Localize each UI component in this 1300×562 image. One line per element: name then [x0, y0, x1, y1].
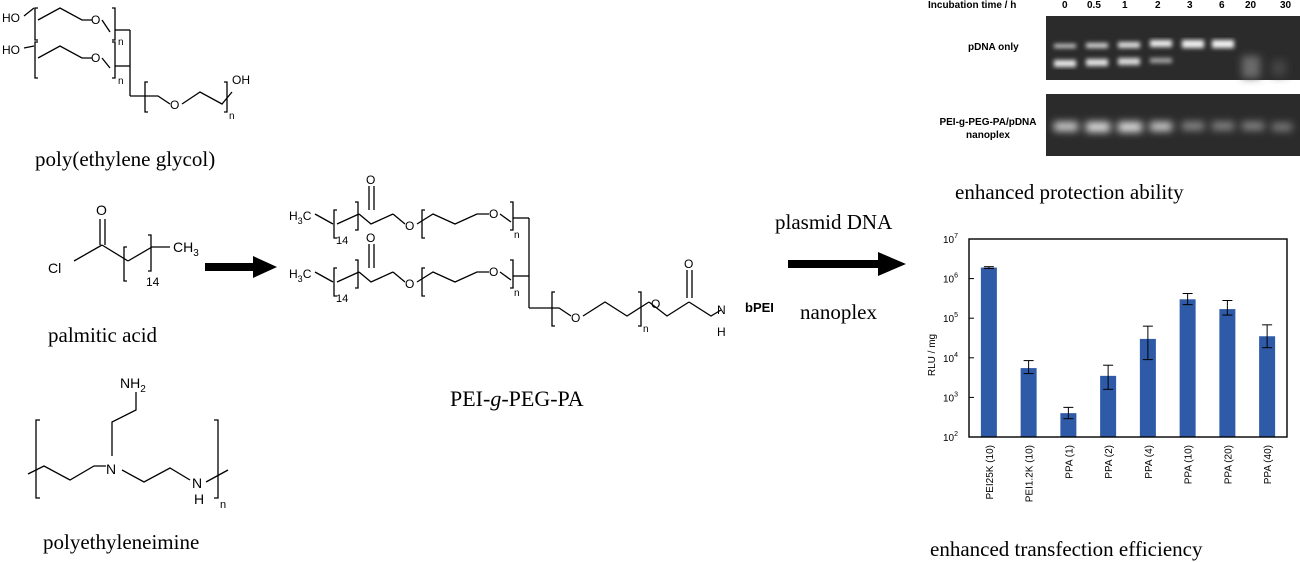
transfection-bar-chart: RLU / mg 102 103 104 105 106 107 PEI25K (10) P… [927, 233, 1288, 502]
y-tick-label: 103 [943, 391, 958, 404]
product-sub-n-3: n [643, 324, 649, 335]
palmitic-atom-o: O [96, 202, 107, 218]
product-atom-o-carbonyl-3: O [684, 257, 693, 271]
gel-time-20: 20 [1245, 0, 1257, 11]
product-atom-o-carbonyl-1: O [366, 173, 375, 187]
product-label: PEI-g-PEG-PA [450, 386, 584, 411]
bar [1179, 299, 1196, 437]
product-sub-n-2: n [514, 288, 520, 299]
peg-label: poly(ethylene glycol) [35, 147, 216, 171]
bar [1219, 309, 1236, 437]
product-atom-o-carbamate: O [651, 297, 660, 311]
pei-label: polyethyleneimine [43, 530, 200, 554]
palmitic-sub-14: 14 [146, 275, 160, 289]
product-atom-nh: N [717, 303, 726, 317]
gel-time-0: 0 [1062, 0, 1068, 11]
pei-atom-h: H [194, 491, 204, 507]
x-category-label: PEI25K (10) [985, 445, 996, 499]
bar [1259, 336, 1276, 437]
gel-time-2: 2 [1155, 0, 1161, 11]
product-sub-n-1: n [514, 230, 520, 241]
chart-ylabel: RLU / mg [927, 334, 938, 376]
palmitic-atom-cl: Cl [48, 260, 61, 276]
product-sub-14-1: 14 [336, 235, 348, 247]
product-atom-o-ester-2: O [405, 277, 414, 291]
x-category-label: PPA (4) [1144, 445, 1155, 479]
gel-time-0.5: 0.5 [1087, 0, 1101, 11]
peg-atom-oh: OH [232, 73, 250, 87]
chart-caption: enhanced transfection efficiency [930, 537, 1203, 561]
bar [1139, 338, 1156, 437]
palmitic-structure: O Cl CH3 14 [48, 202, 199, 289]
pei-sub-n: n [220, 499, 226, 511]
peg-structure: HO HO O O O OH n n n [2, 7, 250, 122]
peg-atom-ho1: HO [2, 11, 20, 25]
gel-panel-pdna-only [1046, 16, 1300, 80]
product-atom-h3c-1: H3C [289, 209, 312, 226]
gel-time-labels: 0 0.5 1 2 3 6 20 30 [1052, 0, 1300, 14]
palmitic-label: palmitic acid [48, 323, 158, 347]
gel-header: Incubation time / h [928, 0, 1017, 11]
arrow2-bottom-label: nanoplex [800, 300, 877, 324]
gel-time-3: 3 [1187, 0, 1193, 11]
peg-sub-n1: n [118, 37, 124, 48]
peg-sub-n2: n [118, 76, 124, 87]
x-category-label: PPA (20) [1223, 445, 1234, 484]
pei-atom-nh2: NH2 [120, 375, 146, 395]
gel-time-1: 1 [1122, 0, 1128, 11]
y-tick-label: 104 [943, 352, 958, 365]
gel-time-30: 30 [1280, 0, 1292, 11]
product-sub-14-2: 14 [336, 293, 348, 305]
reaction-arrow-2 [788, 252, 906, 276]
y-tick-label: 102 [943, 431, 958, 444]
x-category-label: PPA (10) [1184, 445, 1195, 484]
pei-atom-nh: N [192, 475, 202, 491]
gel-row1-label: pDNA only [968, 42, 1019, 53]
x-category-label: PPA (40) [1263, 445, 1274, 484]
bar [1100, 375, 1117, 437]
peg-sub-n3: n [229, 111, 235, 122]
gel-time-6: 6 [1219, 0, 1225, 11]
y-tick-label: 106 [943, 273, 958, 286]
y-tick-label: 105 [943, 312, 958, 325]
reaction-arrow-1 [205, 256, 277, 278]
product-atom-bpei: bPEI [745, 300, 774, 315]
gel-row2-label: PEI-g-PEG-PA/pDNA nanoplex [939, 117, 1037, 141]
product-atom-o-ether-2: O [489, 265, 498, 279]
peg-atom-o2: O [91, 51, 100, 65]
product-atom-o-carbonyl-2: O [366, 231, 375, 245]
x-category-label: PPA (1) [1064, 445, 1075, 479]
gel-caption: enhanced protection ability [955, 180, 1184, 204]
peg-atom-ho2: HO [2, 43, 20, 57]
peg-atom-o3: O [170, 98, 179, 112]
palmitic-atom-ch3: CH3 [173, 239, 199, 259]
peg-atom-o1: O [91, 13, 100, 27]
x-category-label: PPA (2) [1104, 445, 1115, 479]
gel-image [1046, 16, 1300, 156]
arrow2-top-label: plasmid DNA [775, 210, 893, 234]
pei-structure: NH2 N N H n [27, 375, 229, 511]
chart-frame [968, 238, 1288, 438]
product-atom-h: H [717, 325, 726, 339]
product-atom-o-branch: O [571, 311, 580, 325]
x-category-label: PEI1.2K (10) [1025, 445, 1036, 502]
pei-atom-n: N [106, 461, 116, 477]
product-atom-o-ether-1: O [489, 207, 498, 221]
product-atom-h3c-2: H3C [289, 267, 312, 284]
product-structure: H3C H3C 14 14 O O O O O O n n O n O O N … [289, 173, 774, 339]
y-tick-label: 107 [943, 233, 958, 246]
product-atom-o-ester-1: O [405, 219, 414, 233]
bar [1020, 368, 1037, 437]
bar [980, 267, 997, 437]
